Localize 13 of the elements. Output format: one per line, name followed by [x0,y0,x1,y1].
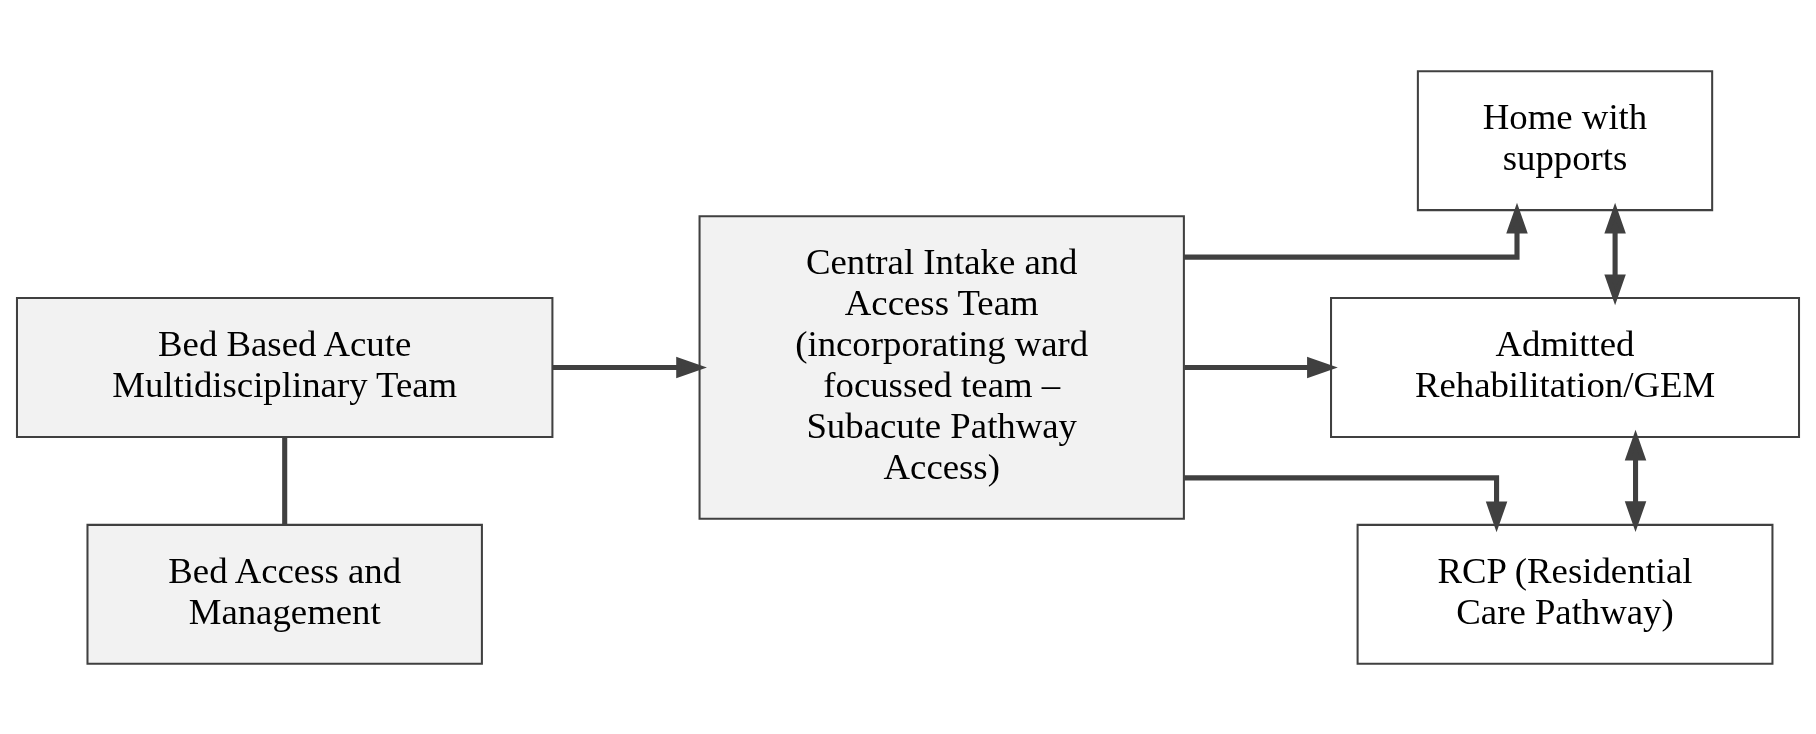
node-box: Admitted Rehabilitation/GEM [1330,296,1801,438]
arrow [1184,474,1508,532]
arrow [1184,356,1338,378]
arrow [552,356,707,378]
node-box: Bed Access and Management [86,523,483,665]
node-box: Central Intake and Access Team (incorporating ward focussed team – Subacute Pathway Access) [698,214,1185,520]
node-box: RCP (Residential Care Pathway) [1356,523,1774,665]
arrow [1184,202,1528,260]
connector [282,436,288,524]
arrow [1624,429,1647,532]
node-box: Bed Based Acute Multidisciplinary Team [15,296,554,438]
node-box: Home with supports [1416,69,1714,211]
arrow [1604,202,1626,305]
